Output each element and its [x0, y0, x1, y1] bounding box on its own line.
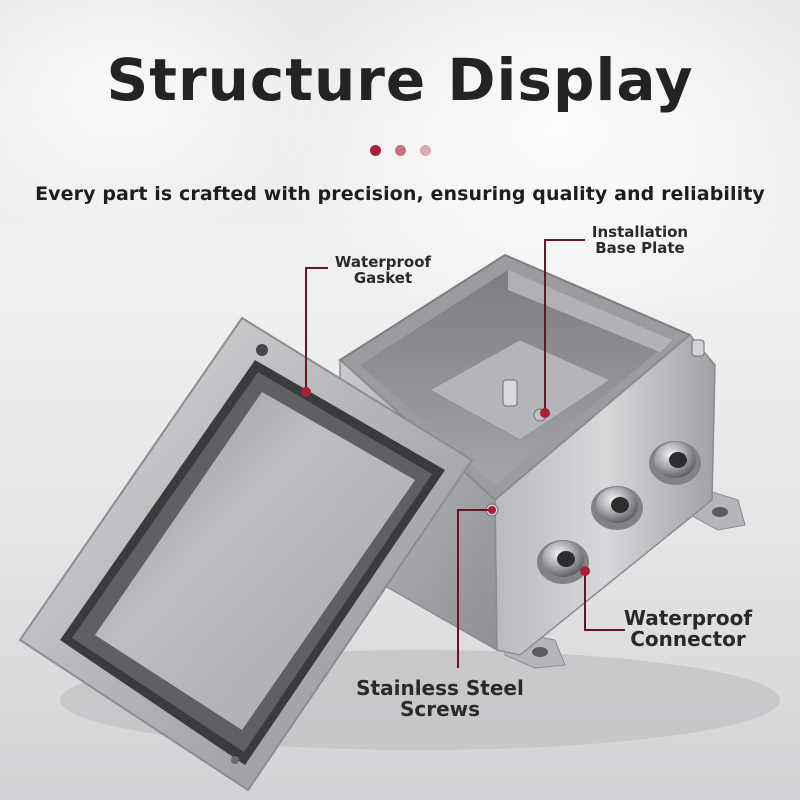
cable-gland-2: [591, 486, 643, 530]
callout-base-plate-line1: Installation: [591, 223, 689, 241]
gasket-marker: [301, 387, 311, 397]
cable-gland-3: [537, 540, 589, 584]
callout-screws: Stainless Steel Screws: [340, 678, 540, 720]
callout-base-plate-line2: Base Plate: [595, 238, 685, 257]
cable-gland-1: [649, 441, 701, 485]
dot-3: [419, 145, 431, 156]
callout-gasket-line1: Waterproof: [334, 253, 432, 271]
page-subtitle: Every part is crafted with precision, en…: [35, 183, 765, 205]
callout-connector-line1: Waterproof: [623, 606, 753, 630]
callout-screws-line2: Screws: [399, 697, 481, 721]
dot-2: [394, 145, 406, 156]
callout-gasket: Waterproof Gasket: [328, 253, 438, 287]
page-title: Structure Display: [106, 46, 694, 114]
callout-gasket-line2: Gasket: [353, 268, 413, 287]
lid: [18, 316, 474, 792]
callout-connector: Waterproof Connector: [620, 608, 756, 650]
callout-markers: [301, 387, 590, 576]
screws-marker: [488, 506, 496, 514]
callout-connector-line2: Connector: [630, 627, 746, 651]
callout-leaders: [305, 239, 625, 668]
connector-marker: [580, 566, 590, 576]
decorative-dots: [0, 145, 800, 156]
base-plate-marker: [540, 408, 550, 418]
callout-screws-line1: Stainless Steel: [356, 676, 524, 700]
dot-1: [369, 145, 381, 156]
callout-base-plate: Installation Base Plate: [580, 223, 700, 257]
